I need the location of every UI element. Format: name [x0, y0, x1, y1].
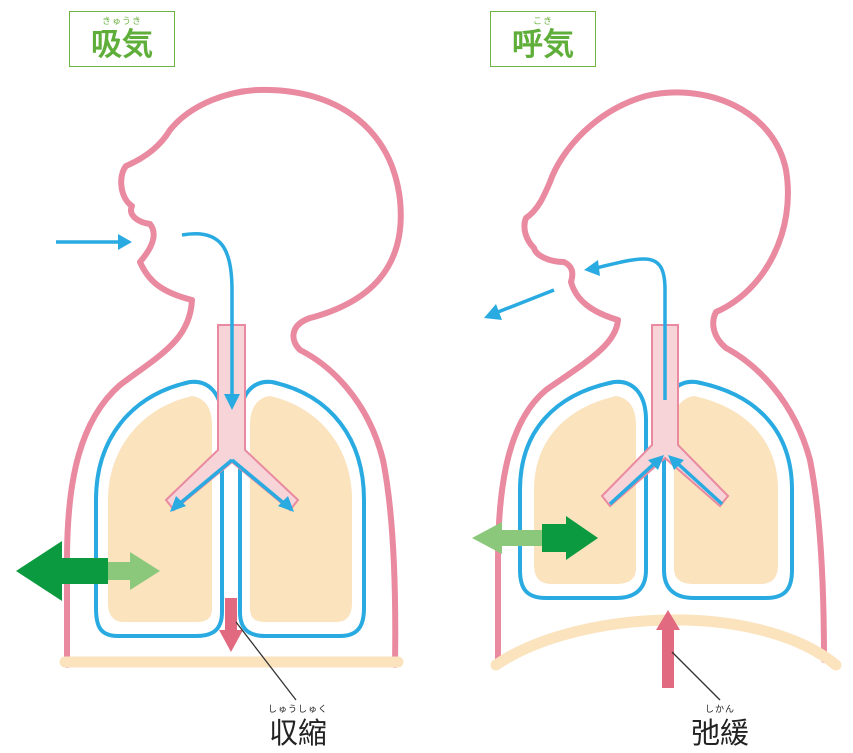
- inhale-air-in-arrow: [56, 234, 132, 250]
- inhale-muscle-label: しゅうしゅく 収縮: [262, 704, 334, 750]
- exhale-air-out-arrow: [484, 290, 554, 320]
- exhale-panel: こき 呼気: [426, 0, 852, 753]
- inhale-diagram: [0, 0, 426, 753]
- inhale-muscle-ruby: しゅうしゅく: [262, 704, 334, 716]
- exhale-muscle-text: 弛緩: [684, 716, 756, 750]
- inhale-muscle-text: 収縮: [262, 716, 334, 750]
- exhale-muscle-ruby: しかん: [684, 704, 756, 716]
- inhale-panel: きゅうき 吸気: [0, 0, 426, 753]
- exhale-diagram: [426, 0, 852, 753]
- exhale-muscle-label: しかん 弛緩: [684, 704, 756, 750]
